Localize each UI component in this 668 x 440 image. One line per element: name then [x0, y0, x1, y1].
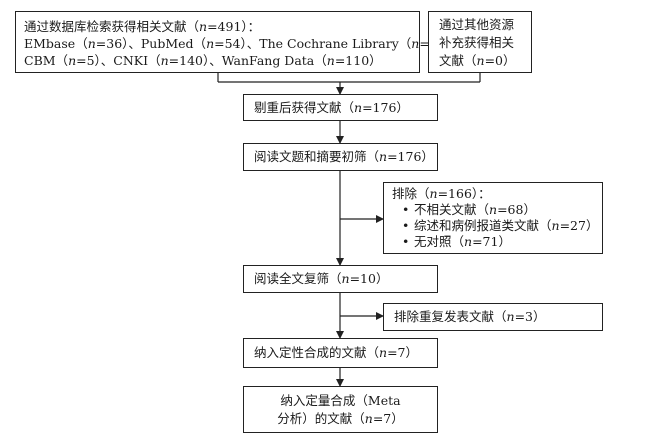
database-search-box: 通过数据库检索获得相关文献（n=491）： EMbase（n=36）、PubMe… [15, 11, 472, 73]
screening-label: 阅读文题和摘要初筛（n=176） [254, 149, 434, 164]
search-line-3-segment-4: =140）、WanFang Data（ [168, 53, 327, 68]
quantitative-line-1: 纳入定量合成（Meta [280, 393, 401, 408]
search-line-2-segment-4: =54）、The Cochrane Library（ [214, 36, 412, 51]
other-line-1: 通过其他资源 [439, 17, 515, 32]
search-line-2-segment-5: n [411, 36, 420, 51]
search-line-2-segment-0: EMbase（ [24, 36, 88, 51]
other-sources-box: 通过其他资源 补充获得相关 文献（n=0） [428, 11, 532, 73]
search-line-3: CBM（n=5）、CNKI（n=140）、WanFang Data（n=110） [24, 52, 411, 69]
deduplicated-box: 剔重后获得文献（n=176） [243, 94, 438, 121]
full-text-review-box: 阅读全文复筛（n=10） [243, 265, 438, 293]
qualitative-synthesis-box: 纳入定性合成的文献（n=7） [243, 338, 438, 368]
exclusion-reason-reviews-case-reports: 综述和病例报道类文献（n=27） [392, 218, 598, 234]
duplicate-publication-exclusion-box: 排除重复发表文献（n=3） [383, 303, 603, 331]
qualitative-label: 纳入定性合成的文献（n=7） [254, 345, 419, 360]
quantitative-synthesis-box: 纳入定量合成（Meta 分析）的文献（n=7） [243, 386, 438, 433]
exclusion-reasons-list: 不相关文献（n=68） 综述和病例报道类文献（n=27） 无对照（n=71） [392, 202, 598, 250]
fulltext-label: 阅读全文复筛（n=10） [254, 271, 389, 286]
search-line-1: 通过数据库检索获得相关文献（n=491）： [24, 19, 261, 34]
search-line-3-segment-3: n [160, 53, 169, 68]
search-line-3-segment-6: =110） [334, 53, 382, 68]
search-line-3-segment-1: n [68, 53, 77, 68]
search-line-2-segment-3: n [206, 36, 215, 51]
title-abstract-screening-box: 阅读文题和摘要初筛（n=176） [243, 143, 438, 171]
other-line-3: 文献（n=0） [439, 53, 516, 68]
quantitative-line-2: 分析）的文献（n=7） [277, 411, 404, 426]
exclusion-reason-no-control: 无对照（n=71） [392, 234, 594, 250]
search-line-2-segment-2: =36）、PubMed（ [95, 36, 207, 51]
search-line-3-segment-5: n [326, 53, 335, 68]
search-line-3-segment-2: =5）、CNKI（ [76, 53, 161, 68]
other-line-2: 补充获得相关 [439, 35, 515, 50]
exclusion-reason-irrelevant: 不相关文献（n=68） [392, 202, 594, 218]
search-line-3-segment-0: CBM（ [24, 53, 69, 68]
search-line-2-segment-1: n [87, 36, 96, 51]
dedup-label: 剔重后获得文献（n=176） [254, 100, 409, 115]
search-line-2: EMbase（n=36）、PubMed（n=54）、The Cochrane L… [24, 35, 472, 52]
exclusion-box: 排除（n=166）： 不相关文献（n=68） 综述和病例报道类文献（n=27） … [383, 182, 603, 254]
exclusion-title: 排除（n=166）： [392, 186, 491, 201]
duplicate-label: 排除重复发表文献（n=3） [394, 309, 546, 324]
